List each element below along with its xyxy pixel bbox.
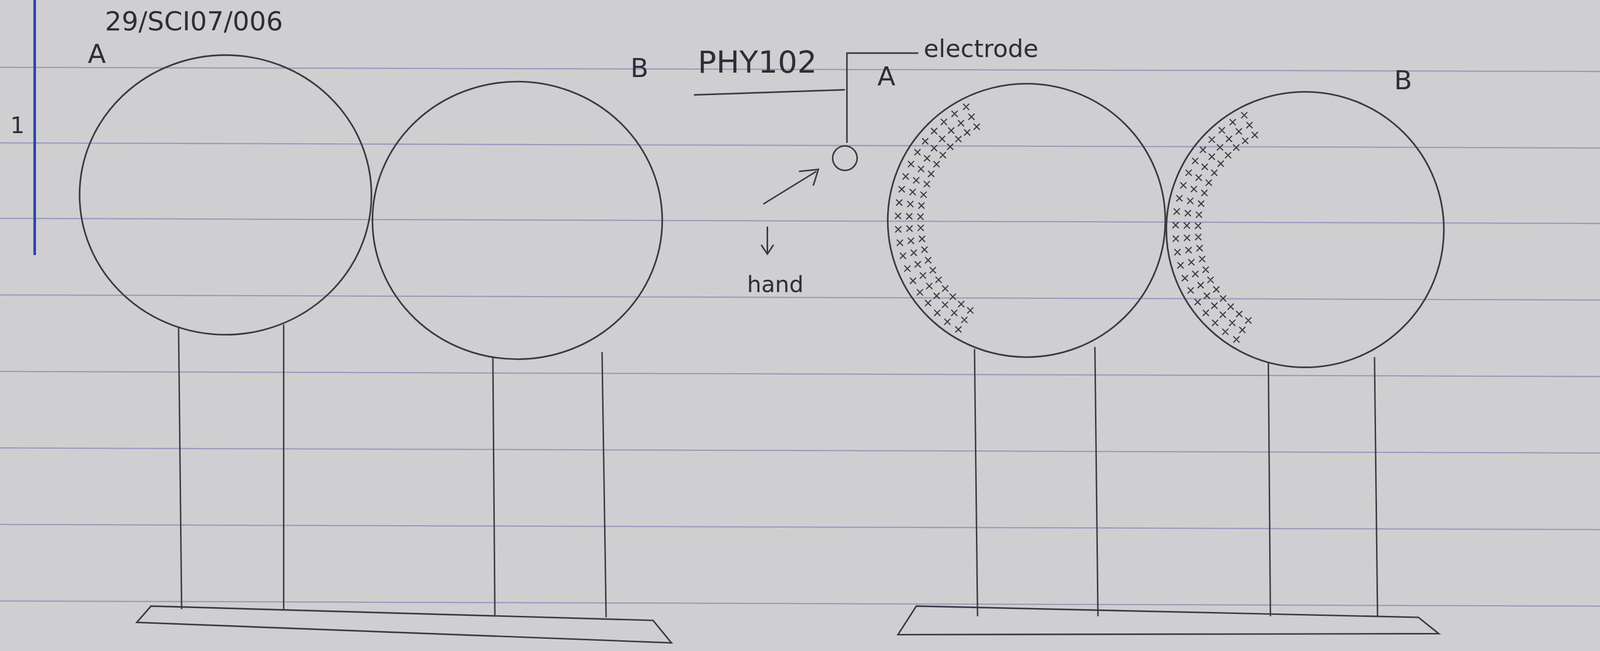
handwritten-label: electrode bbox=[923, 36, 1039, 61]
electrode-symbol bbox=[693, 53, 919, 255]
handwritten-label: B bbox=[1394, 67, 1413, 94]
handwritten-label: PHY102 bbox=[697, 46, 817, 78]
handwritten-label: 29/SCI07/006 bbox=[104, 8, 284, 35]
charge-marks bbox=[894, 103, 1258, 344]
handwritten-label: hand bbox=[747, 273, 804, 296]
insulating-stands bbox=[178, 324, 1378, 618]
handwritten-label: A bbox=[87, 40, 106, 68]
spheres bbox=[79, 55, 1444, 368]
handwritten-label: A bbox=[877, 63, 896, 90]
margin-line bbox=[33, 0, 36, 256]
base-plates bbox=[136, 606, 1439, 644]
handwritten-label: B bbox=[630, 55, 649, 82]
notebook-ruling bbox=[0, 67, 1600, 607]
handwritten-label: 1 bbox=[10, 114, 25, 137]
